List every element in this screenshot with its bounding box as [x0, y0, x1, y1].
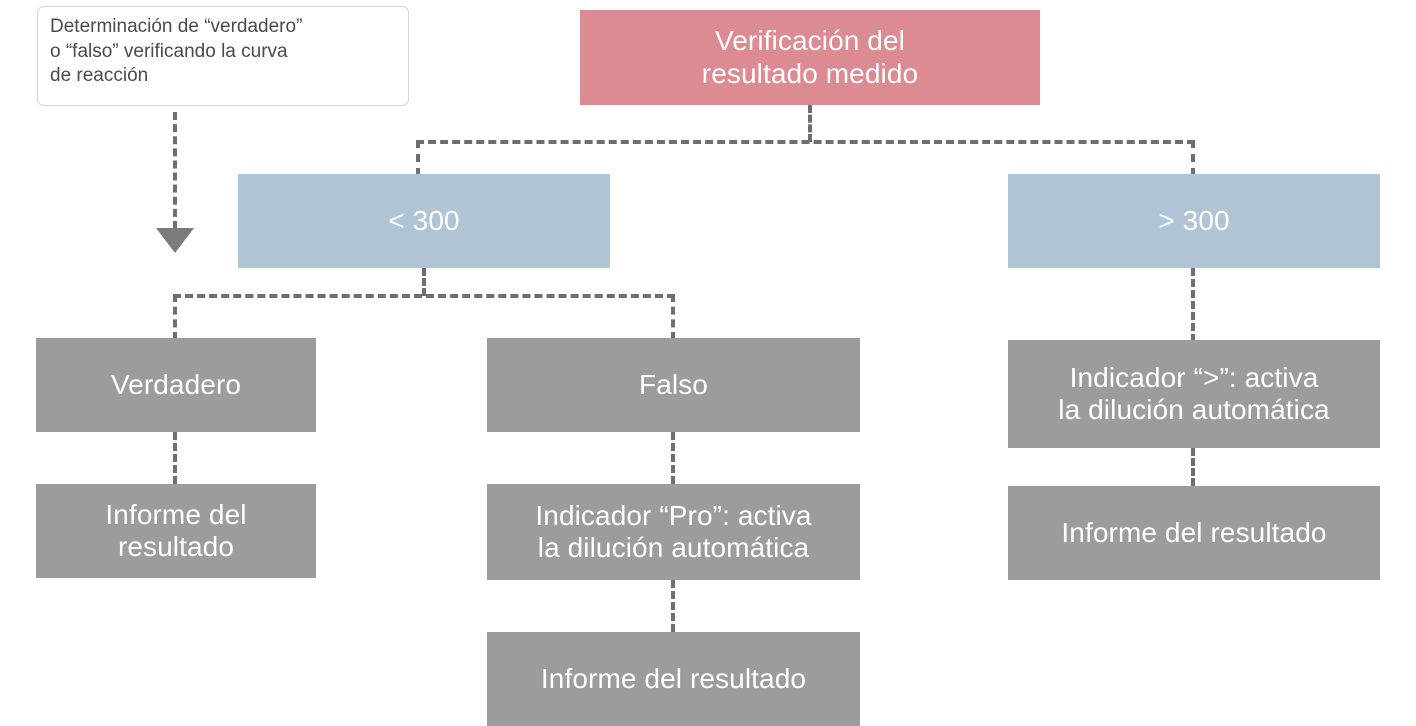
node-informe-resultado-falso[interactable]: Informe del resultado — [487, 632, 860, 726]
node-verdadero[interactable]: Verdadero — [36, 338, 316, 432]
connector-root-stem — [808, 105, 812, 142]
node-falso[interactable]: Falso — [487, 338, 860, 432]
connector-lt300-stem — [422, 268, 426, 296]
connector-level1-bar — [416, 140, 1195, 144]
connector-indicador-pro-to-informe — [671, 580, 675, 632]
node-root-verificacion[interactable]: Verificación del resultado medido — [580, 10, 1040, 105]
connector-to-falso — [671, 294, 675, 340]
node-informe-resultado-verdadero[interactable]: Informe del resultado — [36, 484, 316, 578]
connector-to-lt300 — [416, 140, 420, 176]
callout-note: Determinación de “verdadero” o “falso” v… — [37, 6, 409, 106]
node-informe-resultado-gt300[interactable]: Informe del resultado — [1008, 486, 1380, 580]
connector-to-verdadero — [173, 294, 177, 340]
node-branch-lt-300[interactable]: < 300 — [238, 174, 610, 268]
node-indicador-mayor-que[interactable]: Indicador “>”: activa la dilución automá… — [1008, 340, 1380, 448]
node-branch-gt-300[interactable]: > 300 — [1008, 174, 1380, 268]
connector-gt300-to-indicador-gt — [1191, 268, 1195, 342]
callout-arrowhead-icon — [156, 228, 194, 253]
node-indicador-pro[interactable]: Indicador “Pro”: activa la dilución auto… — [487, 484, 860, 580]
connector-indicador-gt-to-informe — [1191, 448, 1195, 486]
connector-to-gt300 — [1191, 140, 1195, 176]
connector-level2-bar — [173, 294, 675, 298]
connector-verdadero-to-informe — [173, 432, 177, 484]
connector-callout-stem — [173, 112, 177, 229]
connector-falso-to-indicador-pro — [671, 432, 675, 484]
